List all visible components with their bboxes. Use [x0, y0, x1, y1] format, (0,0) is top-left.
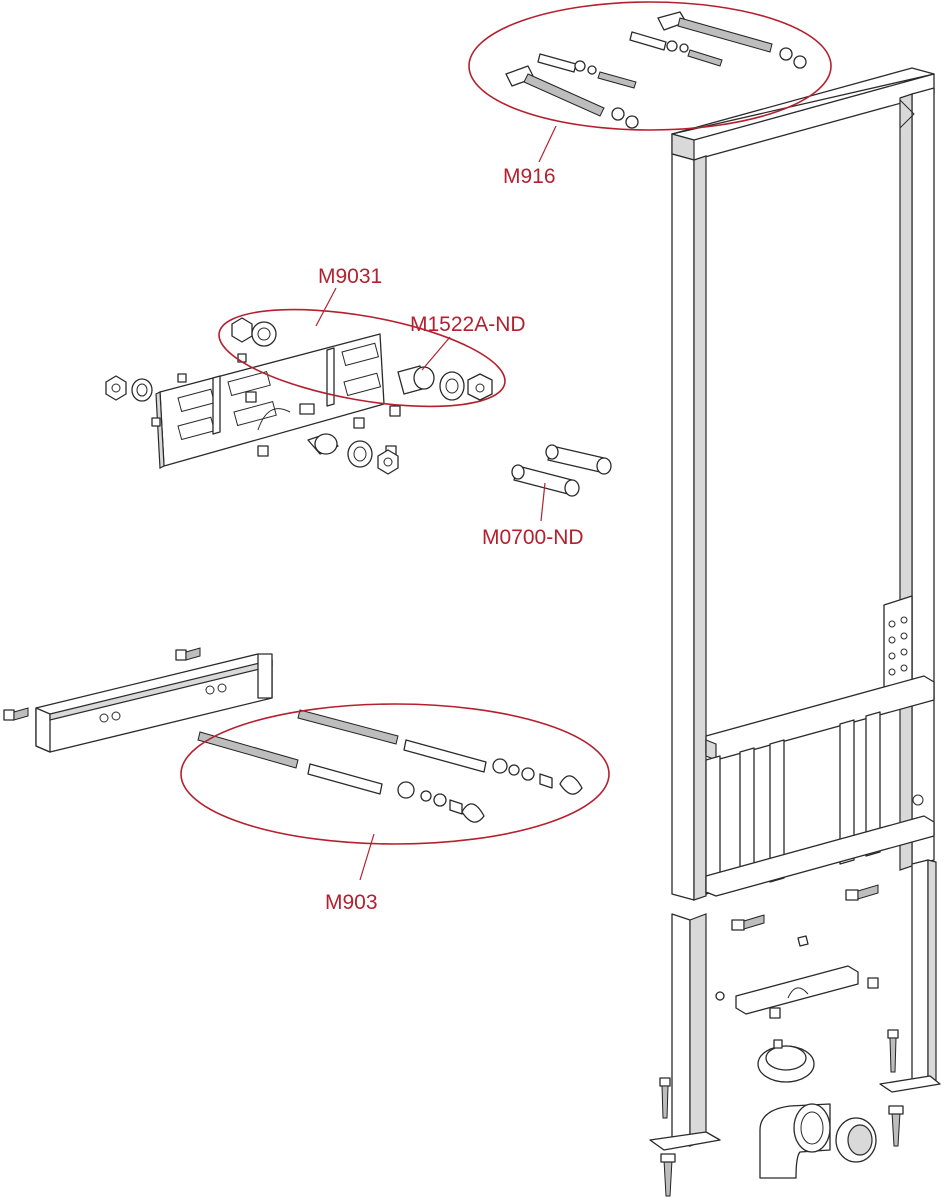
callout-m1522a-nd: M1522A-ND [397, 313, 526, 401]
label-m916: M916 [503, 165, 556, 188]
lag-bolt [660, 1153, 676, 1197]
callout-m903: M903 [180, 703, 610, 914]
hex-bolt [845, 884, 879, 901]
hex-bolt [175, 647, 201, 661]
washer [131, 378, 153, 402]
drain-cap [835, 1117, 877, 1163]
callout-m0700-nd: M0700-ND [482, 444, 612, 549]
bottom-bracket [715, 965, 879, 1019]
anchor-bolt-set [505, 11, 807, 129]
hex-bolt [3, 707, 29, 721]
installation-frame [649, 67, 941, 1197]
label-m0700-nd: M0700-ND [482, 526, 584, 549]
support-beam [3, 647, 273, 753]
label-m903: M903 [325, 891, 378, 914]
threaded-rod-set [197, 709, 583, 823]
lag-bolt [888, 1105, 904, 1147]
spacer-sleeves [511, 444, 612, 497]
wall-bracket-assembly [105, 333, 401, 475]
callout-m9031: M9031 [218, 265, 506, 408]
label-m9031: M9031 [318, 265, 382, 288]
callout-m916: M916 [468, 1, 832, 188]
adapter-fitting [397, 365, 493, 401]
drain-elbow [759, 1103, 831, 1179]
drain-clamp [757, 1039, 815, 1083]
lag-bolt [659, 1077, 671, 1119]
hex-bolt [731, 914, 765, 931]
label-m1522a-nd: M1522A-ND [410, 313, 526, 336]
side-mounting-plate [883, 595, 913, 697]
lag-bolt [887, 1029, 899, 1073]
hex-nut [105, 375, 127, 401]
